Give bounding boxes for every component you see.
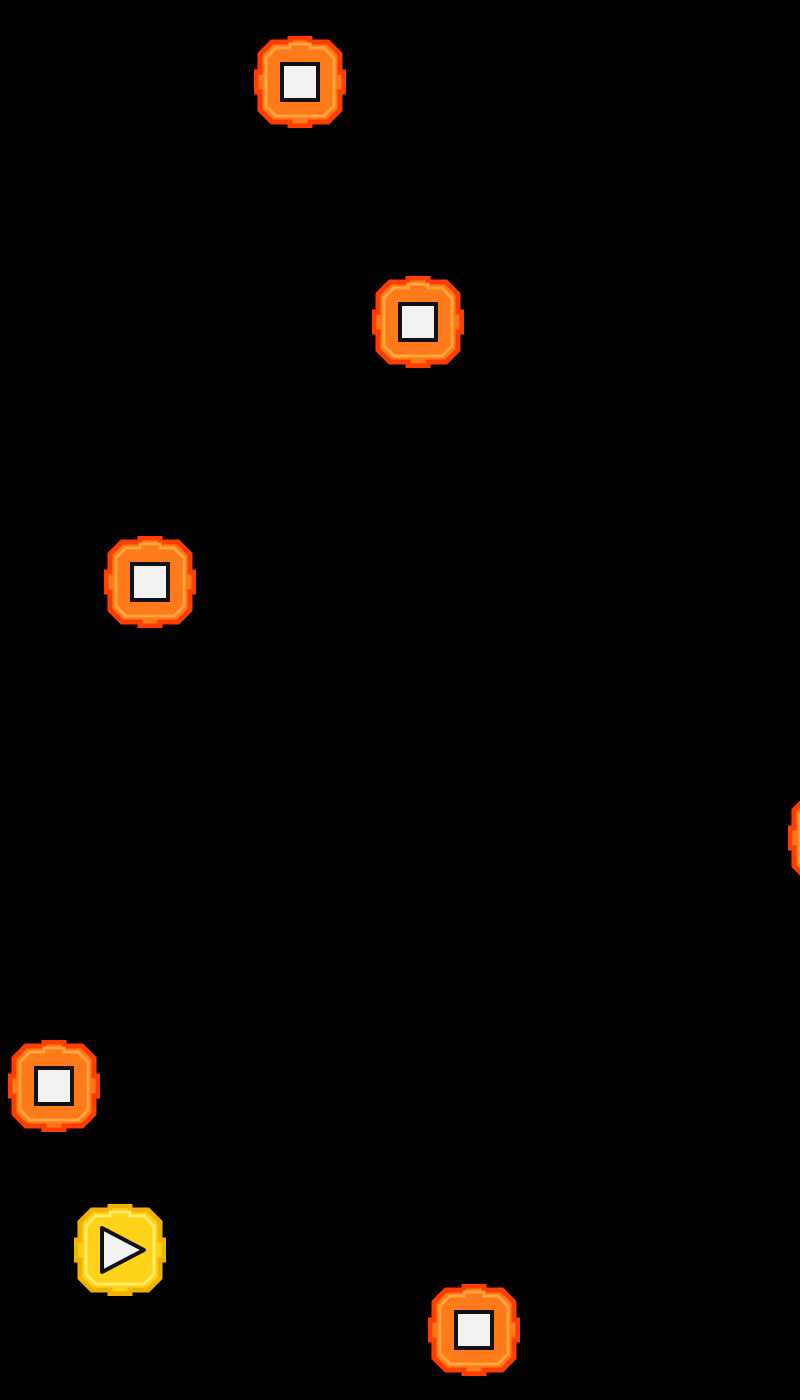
tile-highlight bbox=[84, 1210, 156, 1286]
play-triangle-icon bbox=[100, 1226, 146, 1274]
stop-tile[interactable] bbox=[8, 1040, 100, 1132]
stop-square-icon bbox=[130, 562, 170, 602]
stop-square-icon bbox=[280, 62, 320, 102]
stop-tile-graphic bbox=[104, 536, 196, 628]
stop-tile-graphic bbox=[788, 800, 800, 876]
tile-highlight bbox=[18, 1046, 90, 1122]
stop-tile-graphic bbox=[254, 36, 346, 128]
tile-highlight bbox=[438, 1290, 510, 1366]
stop-square-icon bbox=[454, 1310, 494, 1350]
stop-tile-partial[interactable] bbox=[788, 792, 800, 884]
stop-square-icon bbox=[398, 302, 438, 342]
stop-tile[interactable] bbox=[254, 36, 346, 128]
play-tile-graphic bbox=[74, 1204, 166, 1296]
tile-highlight bbox=[264, 42, 336, 118]
tile-highlight bbox=[382, 282, 454, 358]
stop-tile[interactable] bbox=[372, 276, 464, 368]
tile-body bbox=[788, 800, 800, 876]
stop-tile-graphic bbox=[372, 276, 464, 368]
play-tile[interactable] bbox=[74, 1204, 166, 1296]
tile-highlight bbox=[114, 542, 186, 618]
stop-tile[interactable] bbox=[428, 1284, 520, 1376]
stop-square-icon bbox=[34, 1066, 74, 1106]
stop-tile-graphic bbox=[8, 1040, 100, 1132]
stop-tile[interactable] bbox=[104, 536, 196, 628]
stop-tile-graphic bbox=[428, 1284, 520, 1376]
